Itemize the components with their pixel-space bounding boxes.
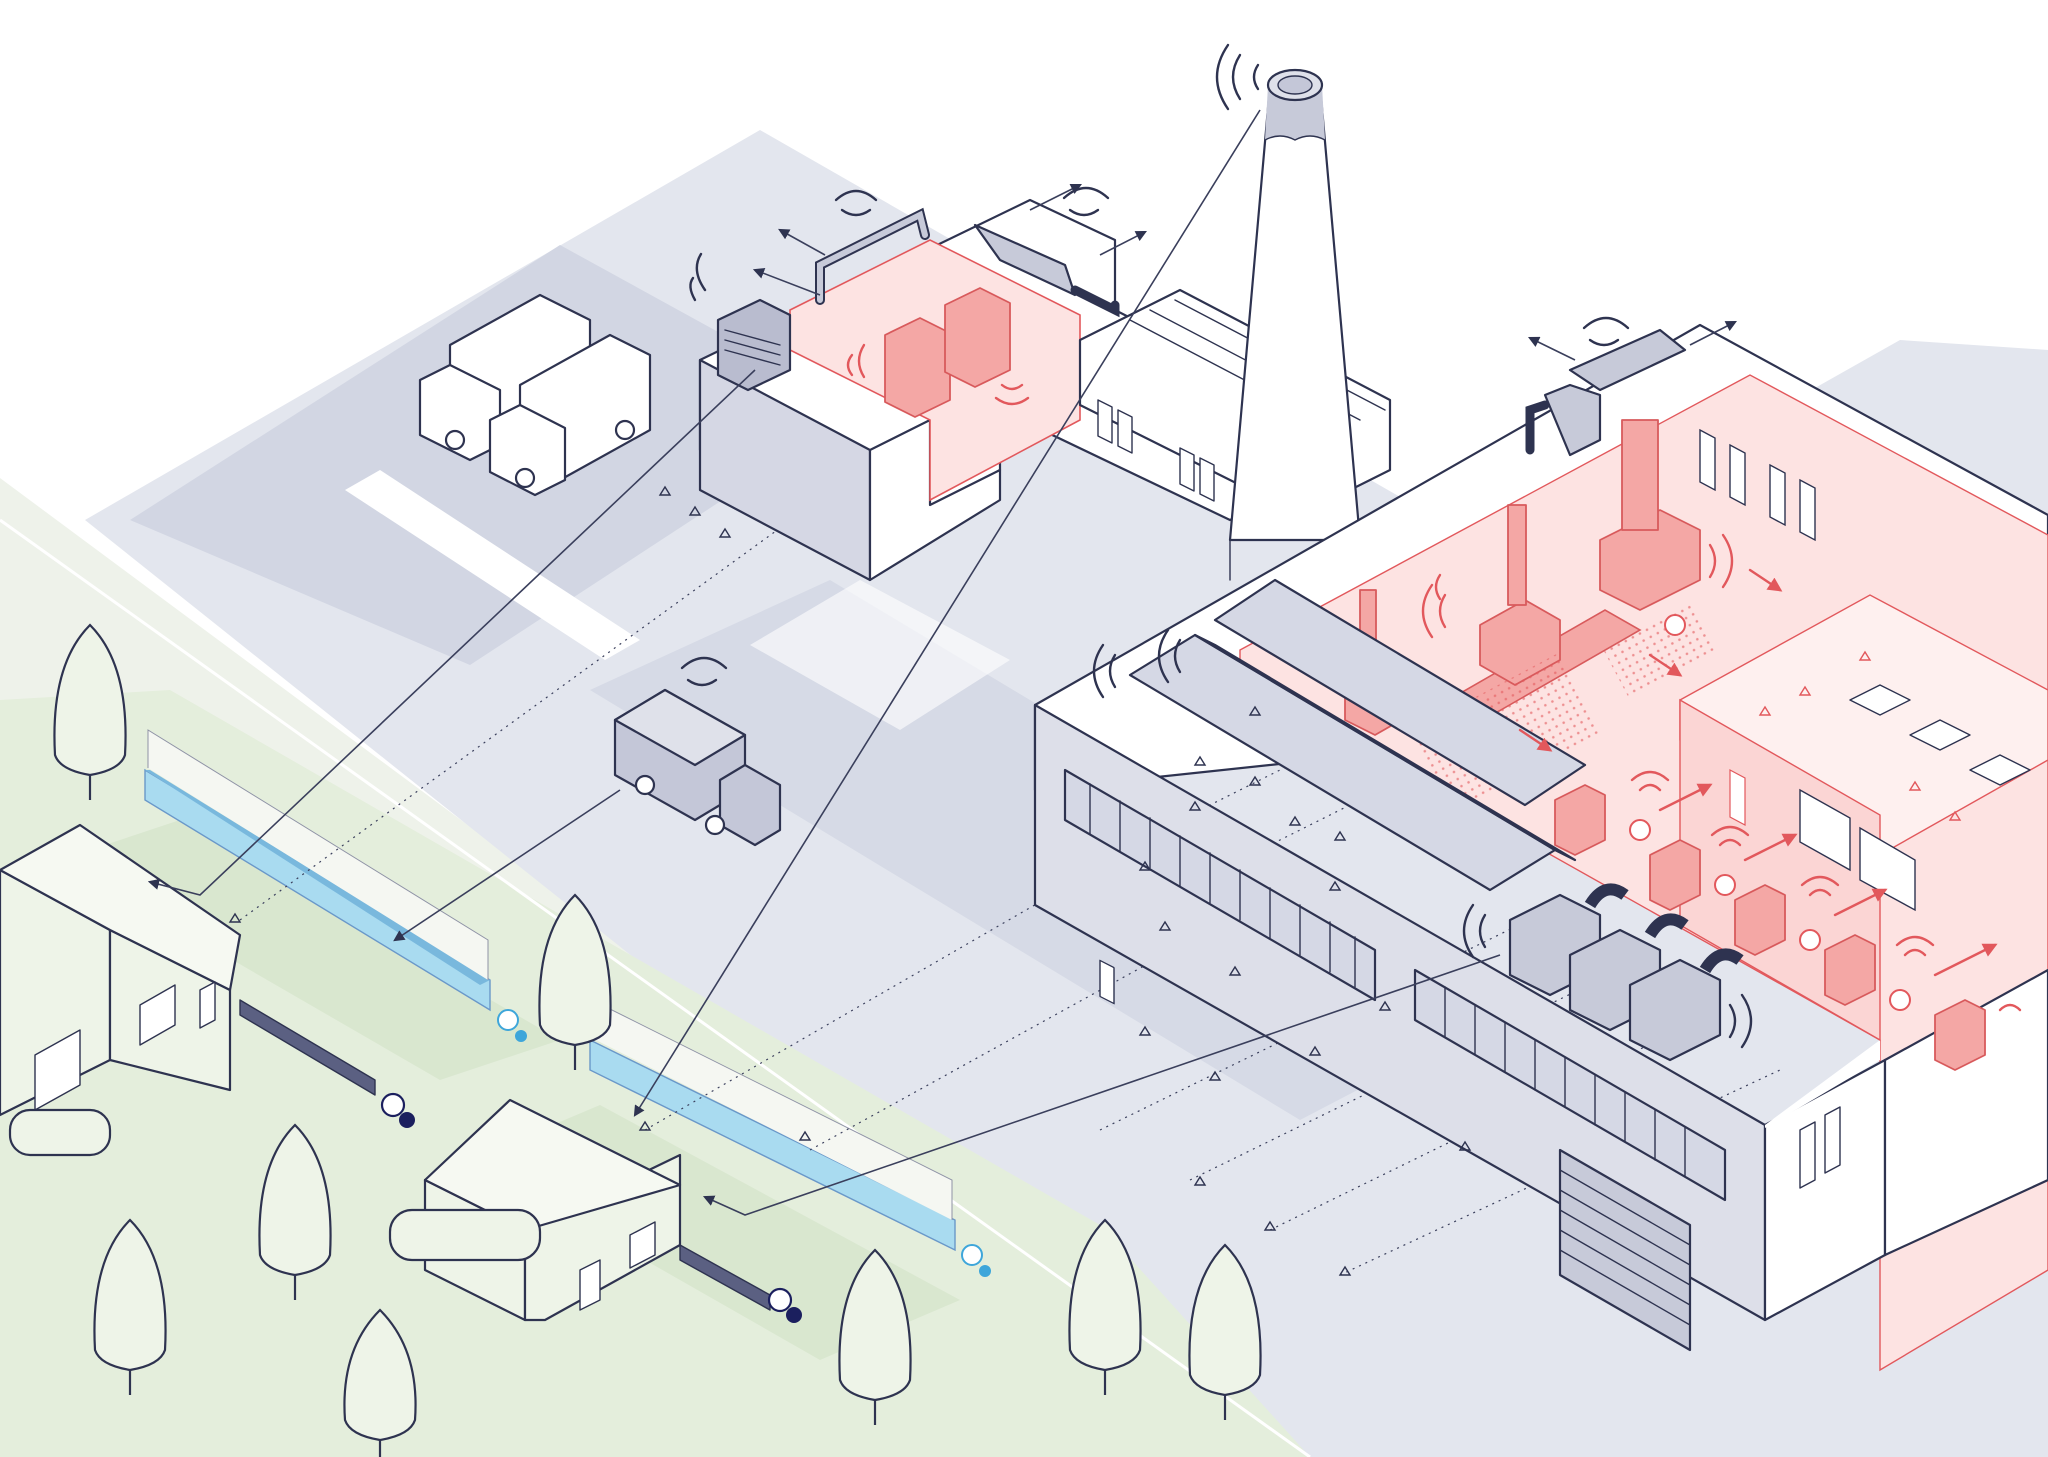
airflow-arrow-icon — [752, 183, 1737, 361]
noise-wave-icon — [1421, 533, 2022, 1012]
house-right — [388, 1098, 682, 1322]
office-desks — [1849, 684, 2031, 786]
night-sensor-badge-icon — [380, 1092, 802, 1323]
parking-lane-marking — [345, 470, 640, 660]
interior-noise-arrows — [1518, 568, 1998, 977]
sensor-posts — [239, 999, 771, 1311]
parked-truck-2 — [488, 333, 652, 497]
transmission-arrows — [147, 109, 1501, 1216]
main-factory — [1033, 323, 2048, 1372]
rooftop-ductwork — [815, 207, 1120, 318]
solar-panels — [1128, 578, 1587, 892]
wireless-signal-icon — [680, 43, 1753, 1049]
side-windows — [1799, 1106, 1841, 1189]
day-sensor-badge-icon — [497, 1009, 991, 1277]
interior-windows — [1699, 428, 1816, 542]
ribbon-window-2 — [1413, 968, 1727, 1202]
navigation-triangle-icon — [228, 485, 1962, 1276]
rooftop-vent — [1525, 328, 1687, 457]
garage-door — [1558, 1148, 1692, 1352]
house-left — [0, 823, 242, 1157]
wall-vent-unit — [716, 298, 792, 392]
moving-truck — [613, 688, 782, 847]
workstation-booths — [1554, 784, 1986, 1071]
signal-paths — [239, 469, 1781, 1276]
compressor-unit — [884, 287, 1011, 418]
annex-windows — [1097, 399, 1215, 502]
trees — [53, 623, 1262, 1457]
ribbon-window-1 — [1063, 768, 1377, 1002]
chimney — [1228, 68, 1362, 581]
rooftop-hvac-units — [1508, 883, 1744, 1062]
machine-sensor-badges — [1629, 614, 1911, 1011]
